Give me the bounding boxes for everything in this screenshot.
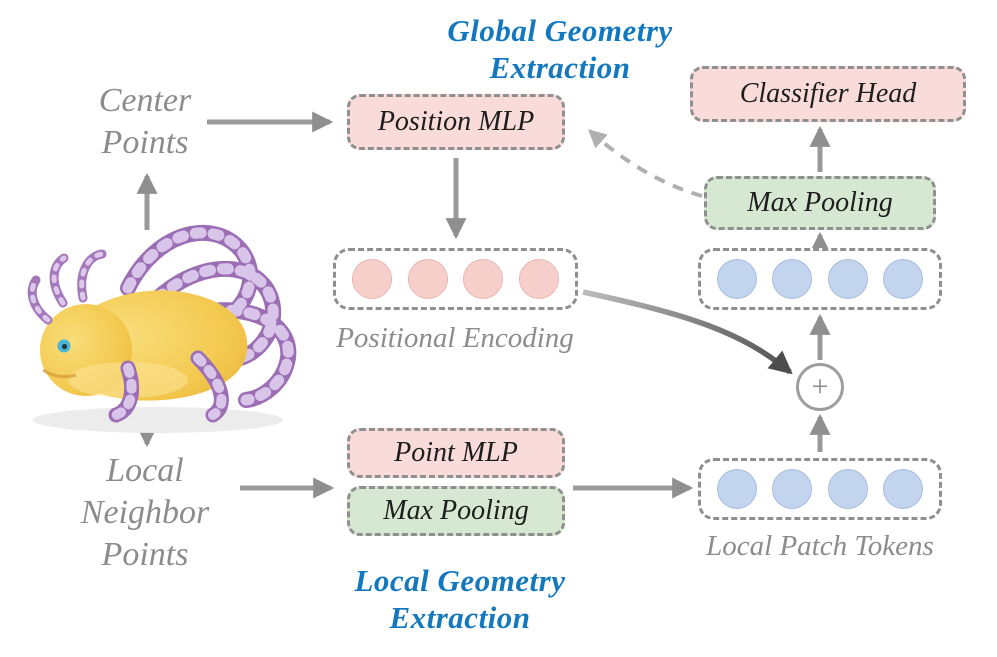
token-circle: [351, 259, 392, 299]
creature-front-legs: [108, 350, 229, 423]
local-geometry-title: Local Geometry Extraction: [290, 562, 630, 636]
local-geometry-title-line2: Extraction: [389, 600, 531, 635]
creature-pupil: [61, 343, 68, 350]
global-geometry-title-line1: Global Geometry: [447, 13, 673, 48]
point-mlp-label: Point MLP: [394, 437, 518, 468]
token-circle: [883, 469, 924, 509]
position-mlp-box: Position MLP: [347, 94, 565, 150]
local-neighbor-line1: Local: [106, 452, 184, 489]
token-circle: [407, 259, 448, 299]
positional-encoding-tokens: [333, 248, 578, 310]
add-operator: +: [796, 363, 844, 411]
max-pooling-local-box: Max Pooling: [347, 486, 565, 536]
local-patch-tokens-row: [698, 458, 942, 520]
creature-gills: [27, 249, 107, 325]
token-circle: [519, 259, 560, 299]
center-points-label: Center Points: [55, 80, 235, 164]
token-circle: [772, 259, 813, 299]
max-pooling-global-label: Max Pooling: [747, 187, 893, 218]
positional-encoding-text: Positional Encoding: [336, 322, 574, 354]
token-circle: [827, 259, 868, 299]
max-pooling-global-box: Max Pooling: [704, 176, 936, 230]
token-circle: [772, 469, 813, 509]
token-circle: [883, 259, 924, 299]
token-circle: [827, 469, 868, 509]
token-circle: [716, 259, 757, 299]
local-geometry-title-line1: Local Geometry: [354, 563, 566, 598]
global-geometry-title-line2: Extraction: [489, 50, 631, 85]
token-circle: [463, 259, 504, 299]
center-points-line1: Center: [98, 82, 192, 119]
creature-mouth: [42, 368, 77, 379]
dashed-arrow-max-pooling-to-position-mlp: [587, 129, 703, 198]
token-circle: [716, 469, 757, 509]
creature-render: [27, 224, 297, 433]
classifier-head-box: Classifier Head: [690, 66, 966, 122]
global-geometry-title: Global Geometry Extraction: [370, 12, 750, 86]
global-tokens-row: [698, 248, 942, 310]
local-neighbor-line2: Neighbor: [80, 494, 210, 531]
local-patch-tokens-label: Local Patch Tokens: [650, 530, 990, 563]
local-neighbor-points-label: Local Neighbor Points: [35, 450, 255, 576]
positional-encoding-label: Positional Encoding: [285, 322, 625, 355]
classifier-head-label: Classifier Head: [739, 78, 917, 109]
local-neighbor-line3: Points: [101, 536, 189, 573]
position-mlp-label: Position MLP: [377, 106, 535, 137]
creature-shadow: [33, 407, 283, 433]
local-patch-tokens-text: Local Patch Tokens: [706, 530, 934, 562]
add-sign: +: [811, 370, 829, 403]
max-pooling-local-label: Max Pooling: [383, 495, 529, 526]
center-points-line2: Points: [101, 124, 189, 161]
point-mlp-box: Point MLP: [347, 428, 565, 478]
